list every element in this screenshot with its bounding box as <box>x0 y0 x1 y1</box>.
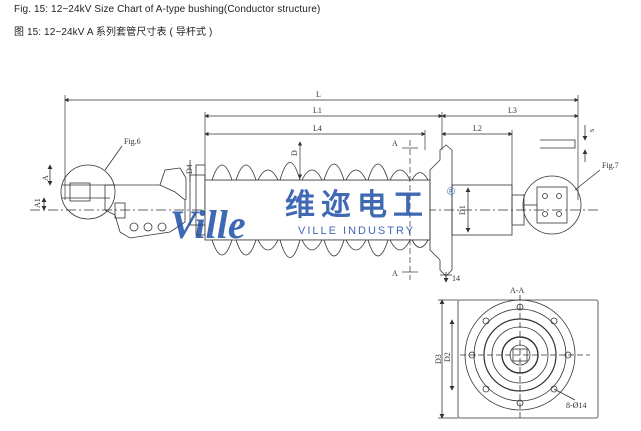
section-view <box>438 295 599 420</box>
dim-D1: D1 <box>458 205 467 215</box>
dim-D3: D3 <box>434 354 443 364</box>
left-terminal <box>41 145 187 239</box>
section-markers <box>297 140 418 280</box>
dim-L4: L4 <box>313 124 322 133</box>
dim-L2: L2 <box>473 124 482 133</box>
dim-D4: D4 <box>185 164 194 174</box>
dim-A-left: A <box>41 175 50 181</box>
dim-14: 14 <box>452 274 460 283</box>
section-AA-label: A-A <box>510 286 524 295</box>
watermark-cn: 维迩电工 <box>285 188 429 223</box>
callout-fig7: Fig.7 <box>602 161 619 170</box>
dim-L1: L1 <box>313 106 322 115</box>
watermark-logo: Ville <box>170 202 246 247</box>
dim-L3: L3 <box>508 106 517 115</box>
mounting-flange <box>429 144 525 283</box>
insulator-sheds <box>204 162 431 258</box>
dim-s: s <box>587 129 596 132</box>
callout-fig6: Fig.6 <box>124 137 141 146</box>
dim-D2: D2 <box>443 352 452 362</box>
watermark-en: VILLE INDUSTRY <box>298 225 415 237</box>
right-terminal <box>522 125 601 235</box>
dim-D: D <box>290 150 299 156</box>
figure-caption-en: Fig. 15: 12~24kV Size Chart of A-type bu… <box>14 4 321 15</box>
dim-holes: 8-Ø14 <box>566 401 586 410</box>
dim-L: L <box>316 90 321 99</box>
watermark: Ville 维迩电工 VILLE INDUSTRY ® <box>170 186 457 247</box>
dim-A1: A1 <box>33 198 42 208</box>
figure-caption-cn: 图 15: 12~24kV A 系列套管尺寸表 ( 导杆式 ) <box>14 27 213 38</box>
section-A-bottom: A <box>392 269 398 278</box>
section-A-top: A <box>392 139 398 148</box>
watermark-reg: ® <box>447 186 457 198</box>
